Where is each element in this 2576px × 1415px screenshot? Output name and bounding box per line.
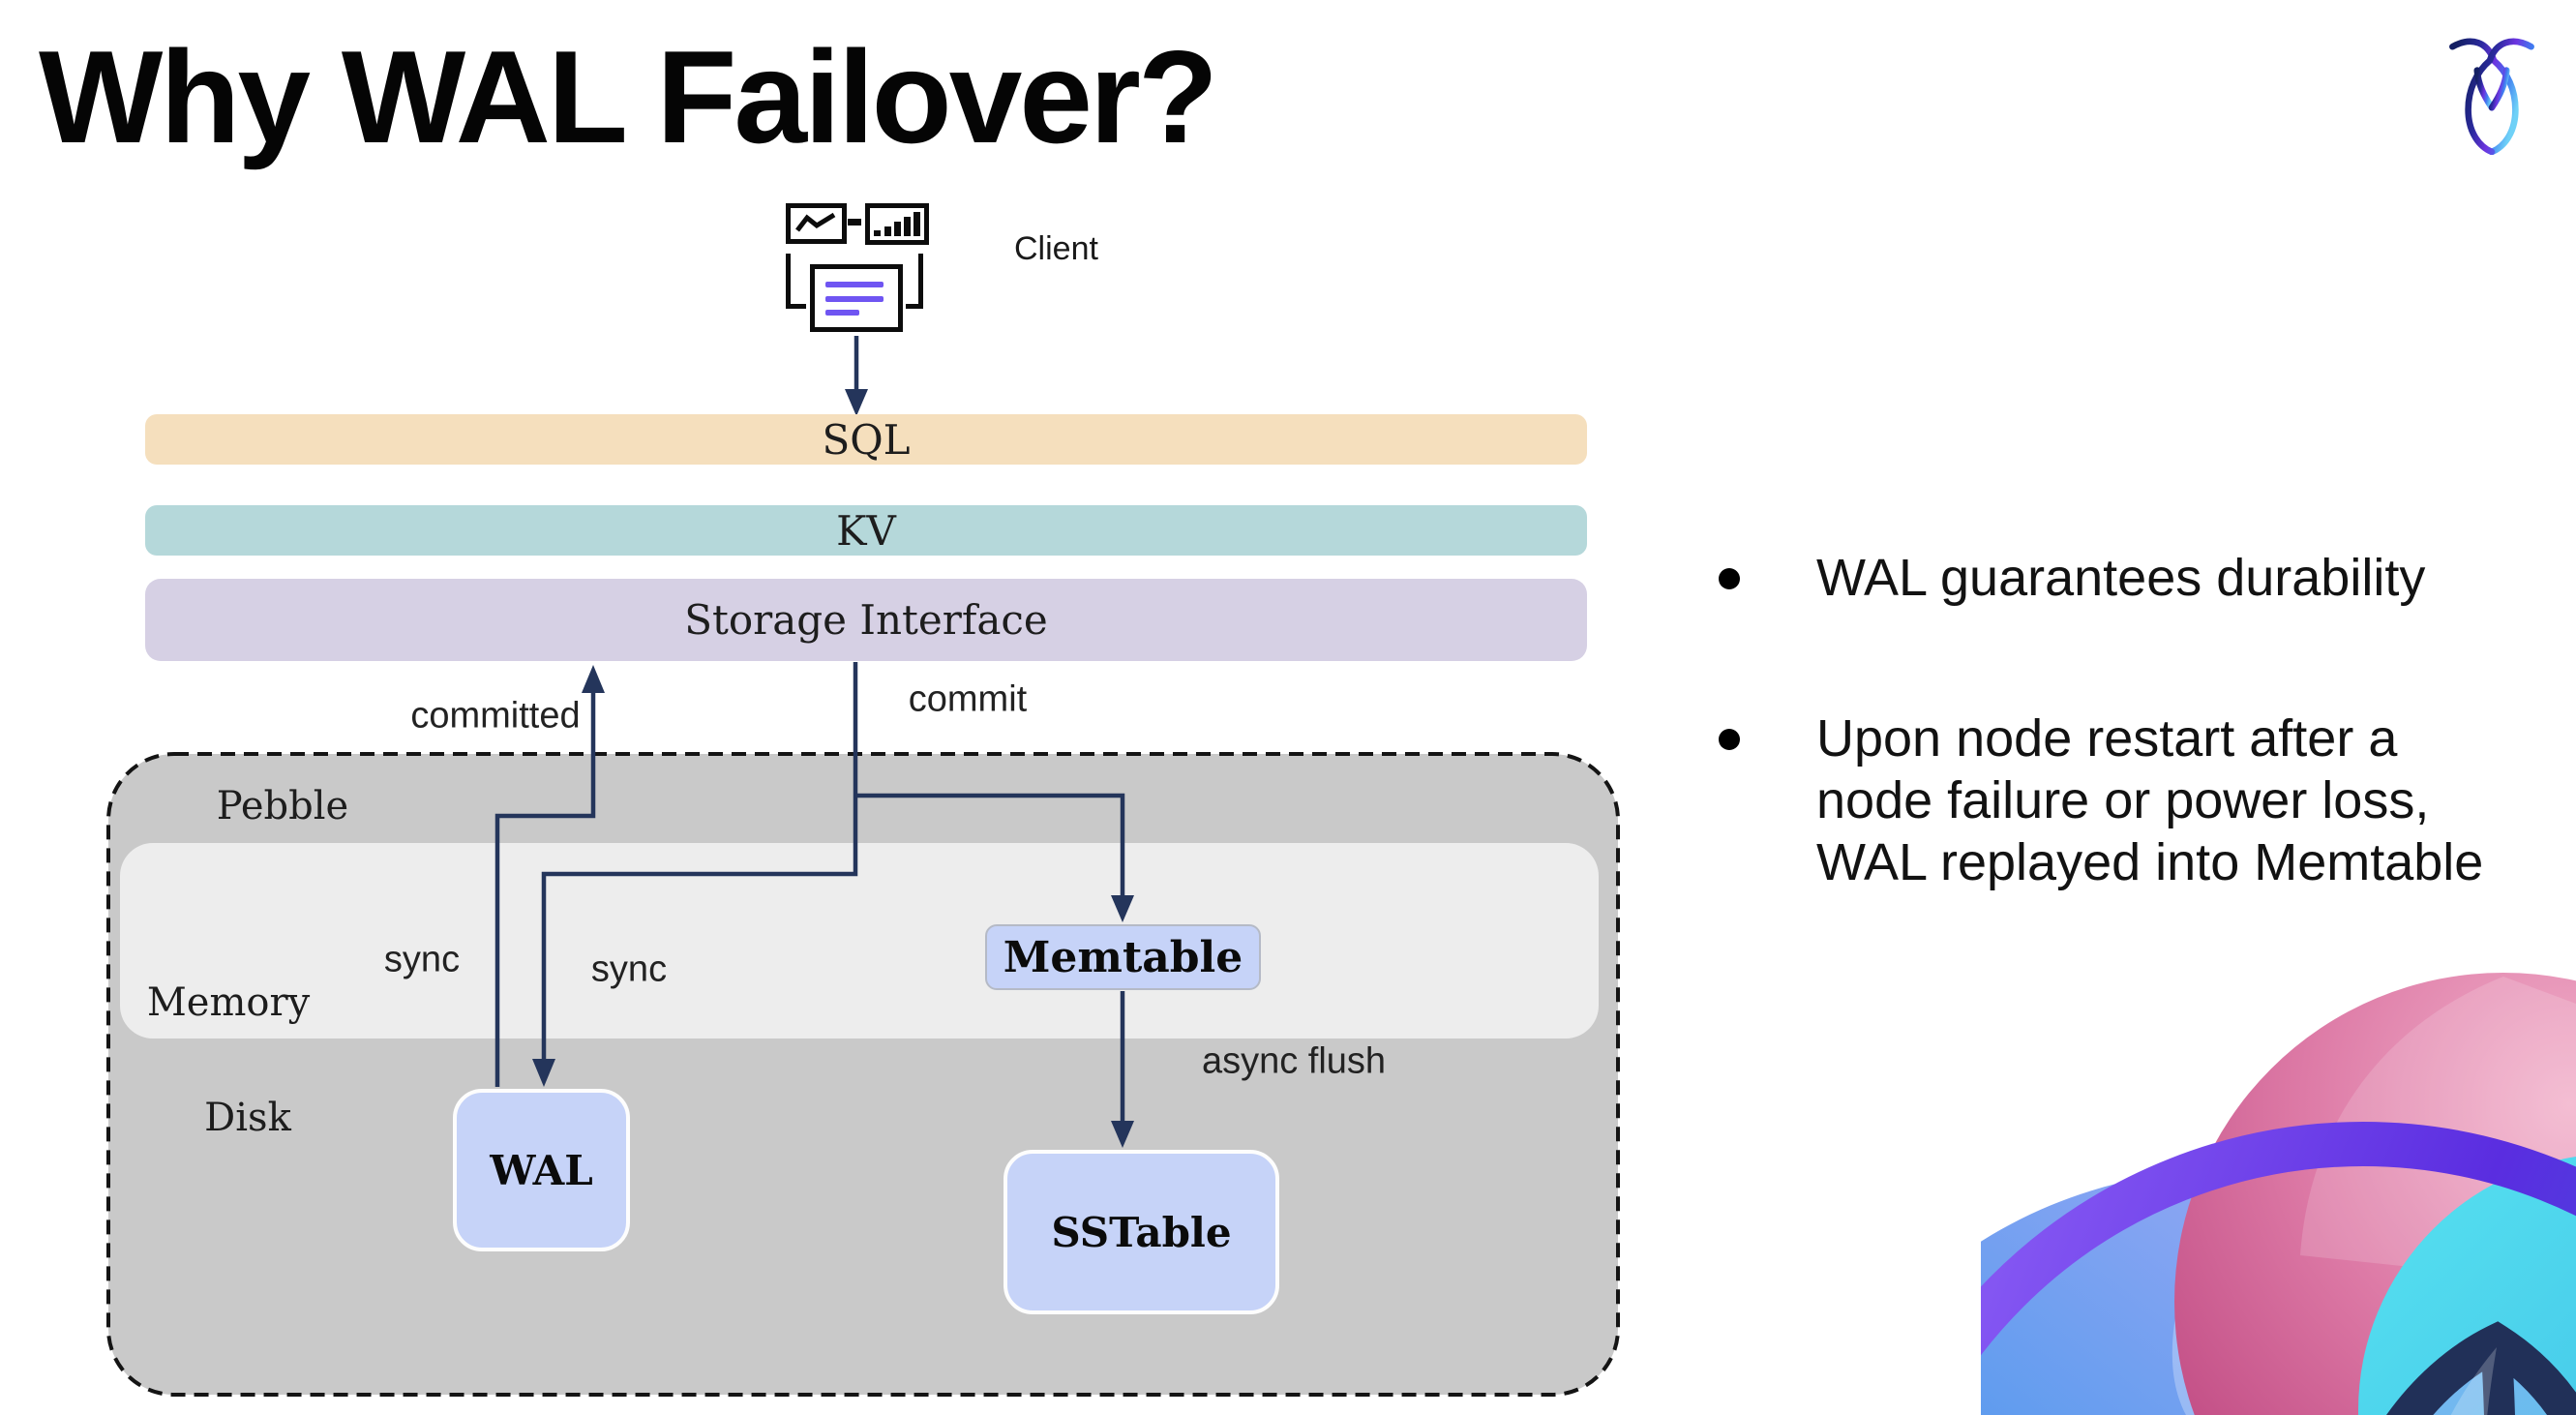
client-label: Client (1014, 230, 1098, 267)
layer-bar-kv: KV (145, 505, 1587, 556)
client-document-icon (810, 264, 903, 332)
memtable-box: Memtable (985, 924, 1261, 990)
bullet-line: WAL replayed into Memtable (1816, 833, 2484, 891)
layer-bar-storage-label: Storage Interface (684, 596, 1048, 644)
edge-label-sync-right: sync (590, 948, 668, 990)
layer-bar-kv-label: KV (836, 506, 896, 555)
bullet-dot (1719, 568, 1740, 589)
commit-to-wal-arrow (541, 662, 858, 1061)
wal-box: WAL (453, 1089, 630, 1251)
edge-label-async-flush: async flush (1201, 1040, 1387, 1082)
client-chart-monitor-icon (786, 203, 847, 244)
pebble-label: Pebble (216, 784, 349, 828)
bullet-item: WAL guarantees durability (1816, 547, 2576, 609)
pebble-container (106, 752, 1620, 1397)
disk-label: Disk (204, 1096, 291, 1140)
client-bracket-right-icon (906, 304, 923, 309)
client-icon-link-dash (848, 219, 861, 226)
memory-region (120, 843, 1599, 1039)
brand-corner-art-icon (1981, 973, 2576, 1415)
cockroachdb-logo-icon (2449, 38, 2534, 155)
bullet-item: Upon node restart after a node failure o… (1816, 708, 2576, 893)
page-title: Why WAL Failover? (39, 23, 1218, 170)
bullet-line: Upon node restart after a (1816, 709, 2398, 768)
client-bracket-right-icon (918, 254, 923, 309)
bullet-line: node failure or power loss, (1816, 771, 2430, 829)
sstable-box-label: SSTable (1051, 1208, 1232, 1256)
commit-to-memtable-arrow (855, 793, 1125, 897)
client-bracket-left-icon (786, 254, 791, 309)
client-bracket-left-icon (786, 304, 806, 309)
bullet-dot (1719, 729, 1740, 750)
committed-arrow (494, 691, 596, 1087)
layer-bar-storage-interface: Storage Interface (145, 579, 1587, 661)
sstable-box: SSTable (1003, 1150, 1279, 1314)
memtable-box-label: Memtable (1003, 932, 1243, 982)
client-barchart-monitor-icon (865, 203, 929, 245)
layer-bar-sql-label: SQL (822, 415, 911, 464)
edge-label-commit: commit (908, 678, 1028, 720)
edge-label-committed: committed (410, 695, 581, 737)
bullet-line: WAL guarantees durability (1816, 549, 2426, 607)
wal-box-label: WAL (490, 1146, 593, 1194)
edge-label-sync-left: sync (383, 939, 461, 980)
layer-bar-sql: SQL (145, 414, 1587, 465)
memory-label: Memory (146, 980, 311, 1025)
